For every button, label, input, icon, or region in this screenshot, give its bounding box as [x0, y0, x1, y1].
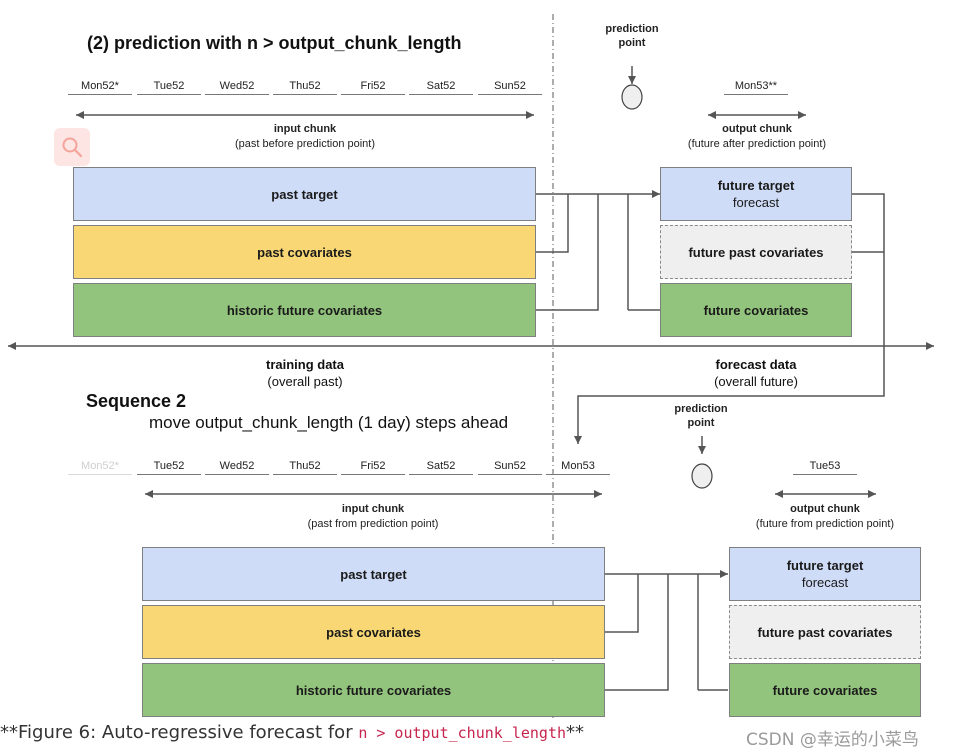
- s1-future-covariates-label: future covariates: [703, 302, 809, 318]
- section2-title: Sequence 2: [86, 391, 187, 411]
- section1-title: (2) prediction with n > output_chunk_len…: [87, 33, 462, 53]
- s1-day-thu52: Thu52: [273, 80, 337, 95]
- forecast-data-sub: (overall future): [714, 374, 798, 389]
- caption-suffix: **: [566, 722, 585, 743]
- s2-input-chunk-label: input chunk (past from prediction point): [273, 502, 473, 532]
- s1-day-tue52: Tue52: [137, 80, 201, 95]
- s1-future-day: Mon53**: [724, 80, 788, 95]
- s2-future-day: Tue53: [793, 460, 857, 475]
- section2-subtitle: move output_chunk_length (1 day) steps a…: [149, 413, 509, 432]
- s1-input-chunk-title: input chunk: [273, 123, 337, 135]
- s2-input-chunk-title: input chunk: [341, 503, 405, 515]
- caption-prefix: **Figure 6: Auto-regressive forecast for: [0, 722, 359, 743]
- s2-prediction-point-label: prediction point: [674, 403, 728, 429]
- s1-prediction-point-label: prediction point: [605, 23, 659, 49]
- s1-output-chunk-label: output chunk (future after prediction po…: [667, 122, 847, 152]
- s2-day-sat52: Sat52: [409, 460, 473, 475]
- s2-past-covariates-label: past covariates: [326, 624, 421, 640]
- s1-day-mon52: Mon52*: [68, 80, 132, 95]
- s1-input-chunk-sub: (past before prediction point): [234, 138, 376, 150]
- s2-future-target-label: future target: [786, 558, 864, 573]
- s1-day-sat52: Sat52: [409, 80, 473, 95]
- s2-day-fri52: Fri52: [341, 460, 405, 475]
- search-icon: [62, 137, 83, 158]
- s2-day-mon52: Mon52*: [68, 460, 132, 475]
- s1-day-sun52: Sun52: [478, 80, 542, 95]
- s1-past-target-label: past target: [271, 186, 338, 202]
- s2-past-target-label: past target: [340, 566, 407, 582]
- s1-future-target-box: future target forecast: [660, 167, 852, 221]
- s1-output-chunk-sub: (future after prediction point): [687, 138, 827, 150]
- s1-forecast-label: forecast: [732, 195, 780, 210]
- s2-forecast-label: forecast: [801, 575, 849, 590]
- s1-future-covariates-box: future covariates: [660, 283, 852, 337]
- training-data-title: training data: [265, 357, 344, 372]
- s2-day-tue52: Tue52: [137, 460, 201, 475]
- s2-output-chunk-label: output chunk (future from prediction poi…: [735, 502, 915, 532]
- s2-future-covariates-box: future covariates: [729, 663, 921, 717]
- s2-future-covariates-label: future covariates: [772, 682, 878, 698]
- s1-day-wed52: Wed52: [205, 80, 269, 95]
- s1-past-covariates-box: past covariates: [73, 225, 536, 279]
- csdn-watermark: CSDN @幸运的小菜鸟: [746, 730, 919, 750]
- s2-day-thu52: Thu52: [273, 460, 337, 475]
- search-button[interactable]: [54, 128, 90, 166]
- training-data-sub: (overall past): [267, 374, 343, 389]
- s1-past-covariates-label: past covariates: [257, 244, 352, 260]
- s1-historic-future-covariates-label: historic future covariates: [226, 302, 383, 318]
- caption-code: n > output_chunk_length: [358, 724, 567, 742]
- s2-past-covariates-box: past covariates: [142, 605, 605, 659]
- s2-future-past-covariates-label: future past covariates: [757, 624, 893, 640]
- s1-historic-future-covariates-box: historic future covariates: [73, 283, 536, 337]
- s2-day-sun52: Sun52: [478, 460, 542, 475]
- s2-day-mon53: Mon53: [546, 460, 610, 475]
- s1-day-fri52: Fri52: [341, 80, 405, 95]
- s1-future-past-covariates-box: future past covariates: [660, 225, 852, 279]
- s2-future-target-box: future target forecast: [729, 547, 921, 601]
- s2-output-chunk-title: output chunk: [790, 503, 860, 515]
- forecast-data-label: forecast data (overall future): [656, 356, 856, 390]
- s2-historic-future-covariates-box: historic future covariates: [142, 663, 605, 717]
- forecast-data-title: forecast data: [715, 357, 797, 372]
- s2-past-target-box: past target: [142, 547, 605, 601]
- s1-output-chunk-title: output chunk: [722, 123, 792, 135]
- connector-lines: [8, 14, 934, 718]
- s2-day-wed52: Wed52: [205, 460, 269, 475]
- training-data-label: training data (overall past): [205, 356, 405, 390]
- s1-future-past-covariates-label: future past covariates: [688, 244, 824, 260]
- figure-caption: **Figure 6: Auto-regressive forecast for…: [0, 722, 584, 743]
- s2-output-chunk-sub: (future from prediction point): [755, 518, 895, 530]
- s2-input-chunk-sub: (past from prediction point): [307, 518, 439, 530]
- s1-past-target-box: past target: [73, 167, 536, 221]
- s2-future-past-covariates-box: future past covariates: [729, 605, 921, 659]
- s1-input-chunk-label: input chunk (past before prediction poin…: [205, 122, 405, 152]
- s1-future-target-label: future target: [717, 178, 795, 193]
- s2-historic-future-covariates-label: historic future covariates: [295, 682, 452, 698]
